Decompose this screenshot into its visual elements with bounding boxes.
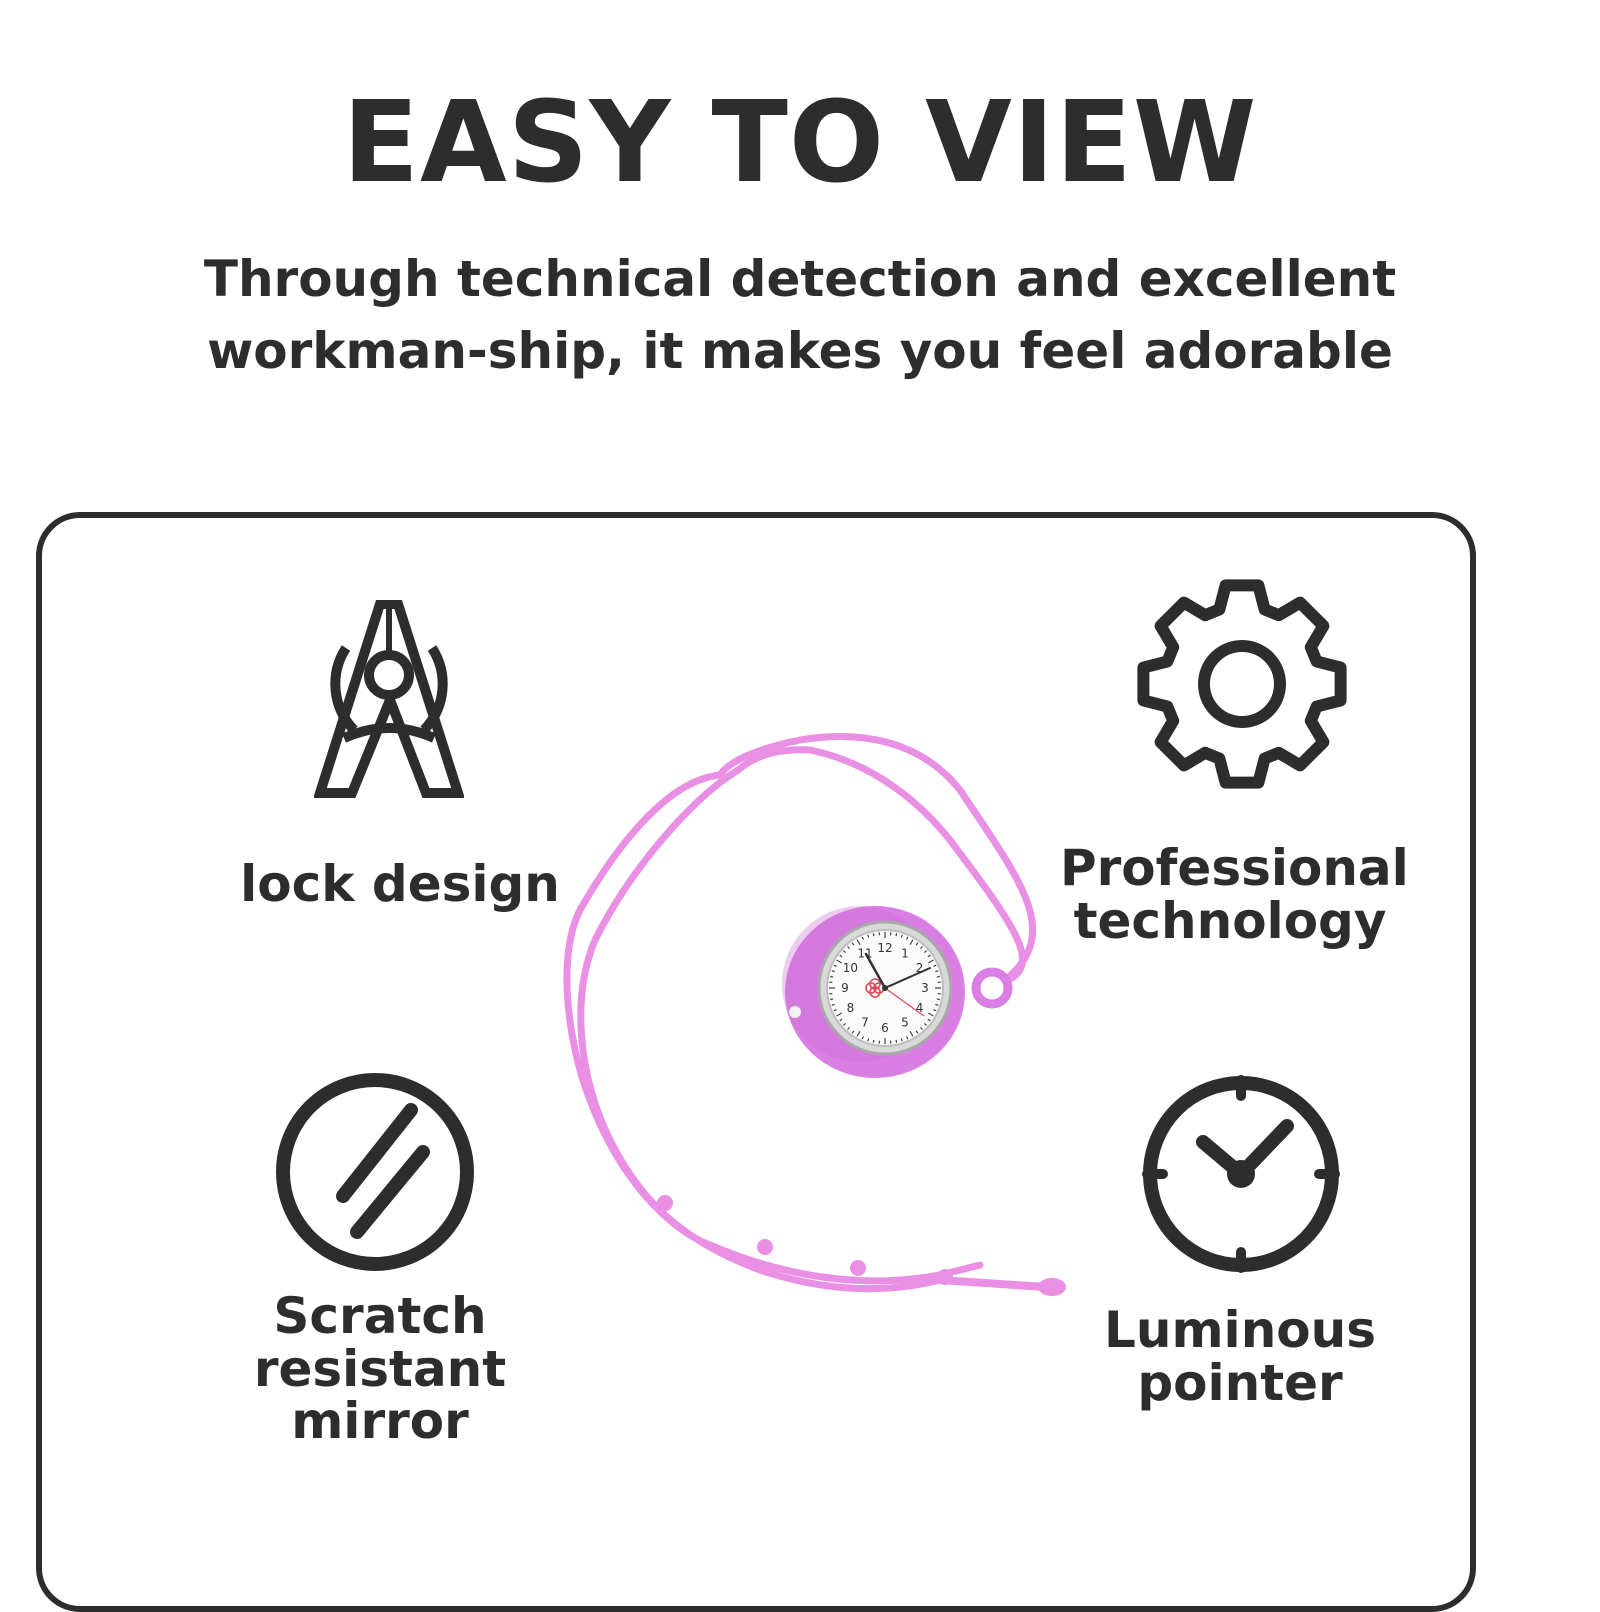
page-title: EASY TO VIEW [0, 82, 1600, 205]
scratch-resistant-mirror-label: Scratch resistant mirror [160, 1290, 600, 1448]
dial-tick [873, 1040, 874, 1043]
compass-icon [314, 600, 464, 800]
dial-number: 8 [847, 1001, 855, 1015]
scratch-mirror-icon [275, 1072, 475, 1272]
dial-number: 1 [901, 946, 909, 960]
dial-number: 10 [843, 961, 858, 975]
dial-number: 9 [841, 981, 849, 995]
dial-tick [830, 999, 833, 1000]
dial-tick [873, 933, 874, 936]
dial-number: 12 [877, 941, 892, 955]
dial-tick [937, 976, 940, 977]
dial-tick [937, 999, 940, 1000]
clock-icon [1141, 1074, 1341, 1274]
dial-number: 7 [861, 1016, 869, 1030]
luminous-pointer-label: Luminous pointer [1090, 1304, 1390, 1409]
dial-number: 3 [921, 981, 929, 995]
dial-tick [830, 976, 833, 977]
lock-design-label: lock design [230, 858, 570, 911]
dial-tick [896, 933, 897, 936]
dial-number: 6 [881, 1021, 889, 1035]
dial-tick [896, 1040, 897, 1043]
dial-number: 5 [901, 1016, 909, 1030]
professional-technology-label: Professional technology [1060, 842, 1400, 947]
gear-icon [1136, 578, 1348, 790]
page-subtitle: Through technical detection and excellen… [60, 243, 1540, 387]
